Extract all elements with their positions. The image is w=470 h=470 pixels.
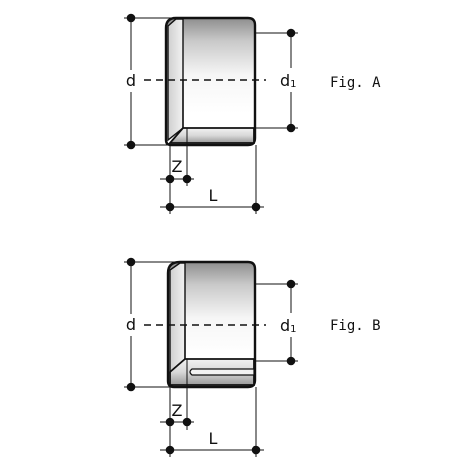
label-z-a: Z (172, 157, 183, 176)
label-d-a: d (126, 71, 136, 90)
label-l-b: L (209, 429, 218, 448)
dimension-d-a: d (122, 13, 176, 150)
dimension-d1-b: d1 (256, 279, 303, 366)
fitting-body-a (144, 16, 266, 147)
figure-a: d d1 Z L Fig (122, 13, 381, 214)
dimension-l-a: L (160, 145, 264, 214)
label-l-a: L (209, 186, 218, 205)
dimension-z-b: Z (160, 359, 194, 430)
dimension-l-b: L (160, 387, 264, 457)
dimension-z-a: Z (160, 128, 194, 186)
label-d-b: d (126, 315, 136, 334)
dimension-d-b: d (122, 257, 180, 392)
dimension-d1-a: d1 (256, 28, 303, 133)
caption-fig-b: Fig. B (330, 318, 381, 334)
caption-fig-a: Fig. A (330, 75, 381, 91)
fitting-body-b (144, 260, 266, 389)
label-d1-a: d1 (280, 71, 297, 90)
figure-b: d d1 Z L Fig. B (122, 257, 381, 457)
label-z-b: Z (172, 401, 183, 420)
label-d1-b: d1 (280, 316, 297, 335)
